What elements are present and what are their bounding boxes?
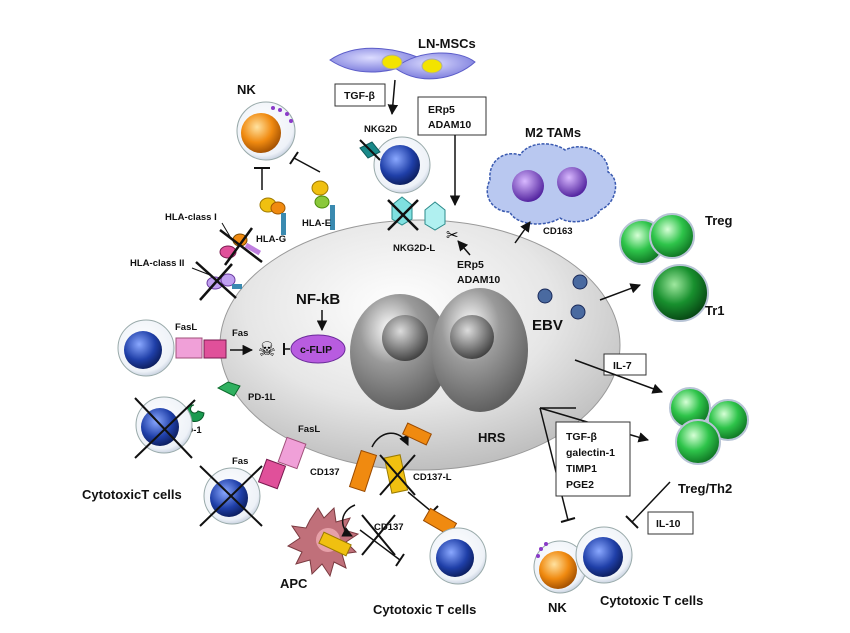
m2-tam-nucleus-left [512, 170, 544, 202]
tr1-cell [651, 264, 709, 322]
cytotoxic-t-cells-bottom-label: Cytotoxic T cells [373, 602, 476, 617]
cd137-receptor [348, 449, 378, 493]
erp5-box-label: ERp5 [428, 104, 455, 116]
pd-1l-receptor [216, 381, 241, 397]
ebv-label: EBV [532, 317, 563, 334]
cd163-label: CD163 [543, 226, 573, 237]
treg-cell-2 [649, 213, 695, 259]
erp5-lower-label: ERp5 [457, 259, 484, 271]
fas-lower-label: Fas [232, 456, 248, 467]
nk-top-granules [271, 106, 293, 123]
hla-class-ii-label: HLA-class II [130, 258, 184, 269]
cytotoxic-t-cell-left-nucleus [124, 331, 162, 369]
cd137-l-ligand-top [402, 422, 432, 446]
adam10-box-label: ADAM10 [428, 119, 471, 131]
il-10-label: IL-10 [656, 518, 681, 530]
m2-tam-cell [486, 143, 617, 225]
hrs-nucleolus-right [450, 315, 494, 359]
tgf-beta-box [334, 83, 386, 107]
c-flip-oval [290, 334, 346, 364]
erp5-adam10-box [417, 96, 487, 136]
nkg2d-l-label: NKG2D-L [393, 243, 435, 254]
ln-mscs-label: LN-MSCs [418, 36, 476, 51]
cd137-label: CD137 [310, 467, 340, 478]
hla-e-receptor [311, 180, 335, 230]
suppressive-galectin-1-label: galectin-1 [566, 447, 615, 459]
nk-bottom-label: NK [548, 600, 567, 615]
fas-lower-receptor [257, 458, 287, 490]
pd-1l-label: PD-1L [248, 392, 276, 403]
ebv-virus-icons [537, 274, 588, 320]
tgf-beta-top-label: TGF-β [344, 90, 375, 102]
suppressive-factors-box [555, 421, 631, 497]
cytotoxic-t-cell-bottom-nucleus [436, 539, 474, 577]
fasl-left-receptor [175, 337, 203, 359]
treg-th2-cell-3 [675, 419, 721, 465]
cytotoxict-cells-label: CytotoxicT cells [82, 487, 182, 502]
il-7-label: IL-7 [613, 360, 632, 372]
hla-e-label: HLA-E [302, 218, 331, 229]
apc-label: APC [280, 576, 308, 591]
hla-class-i-label: HLA-class I [165, 212, 217, 223]
nk-bottom-granules [536, 542, 548, 558]
nf-kb-label: NF-kB [296, 291, 340, 308]
fasl-lower-label: FasL [298, 424, 320, 435]
nkg2d-t-cell-nucleus [380, 145, 420, 185]
hla-class-i-receptor [219, 233, 262, 259]
suppressive-timp1-label: TIMP1 [566, 463, 597, 475]
nk-top-cell-nucleus [241, 113, 281, 153]
c-flip-label: c-FLIP [300, 344, 332, 356]
scissors-icon: ✂ [446, 226, 459, 244]
fas-left-receptor [203, 339, 227, 359]
fasl-left-label: FasL [175, 322, 197, 333]
cd137-l-label: CD137-L [413, 472, 452, 483]
ln-mscs-cells [329, 47, 476, 80]
cytotoxic-t-cells-right-label: Cytotoxic T cells [600, 593, 703, 608]
nk-top-label: NK [237, 82, 256, 97]
suppressive-tgf-beta-label: TGF-β [566, 431, 597, 443]
hrs-label: HRS [478, 430, 506, 445]
hla-g-receptor [259, 197, 286, 235]
treg-th2-label: Treg/Th2 [678, 481, 732, 496]
adam10-lower-label: ADAM10 [457, 274, 500, 286]
m2-tam-nucleus-right [557, 167, 587, 197]
skull-icon: ☠ [258, 337, 276, 361]
hla-g-label: HLA-G [256, 234, 286, 245]
apc-cd137-l-ligand [318, 531, 352, 557]
suppressive-pge2-label: PGE2 [566, 479, 594, 491]
hrs-nucleolus-left [382, 315, 428, 361]
cytotoxic-t-cell-pd1-nucleus [141, 408, 179, 446]
cd137-lower-label: CD137 [374, 522, 404, 533]
treg-label: Treg [705, 213, 733, 228]
nkg2d-label: NKG2D [364, 124, 397, 135]
m2-tams-label: M2 TAMs [525, 125, 581, 140]
il-10-box [647, 511, 694, 535]
treg-th2-cell-2 [707, 399, 749, 441]
fasl-lower-receptor [277, 436, 307, 470]
tr1-label: Tr1 [705, 303, 725, 318]
il-7-box [603, 353, 647, 376]
fas-left-label: Fas [232, 328, 248, 339]
nk-bottom-cell-nucleus [539, 551, 577, 589]
cytotoxic-t-cell-right-nucleus [583, 537, 623, 577]
